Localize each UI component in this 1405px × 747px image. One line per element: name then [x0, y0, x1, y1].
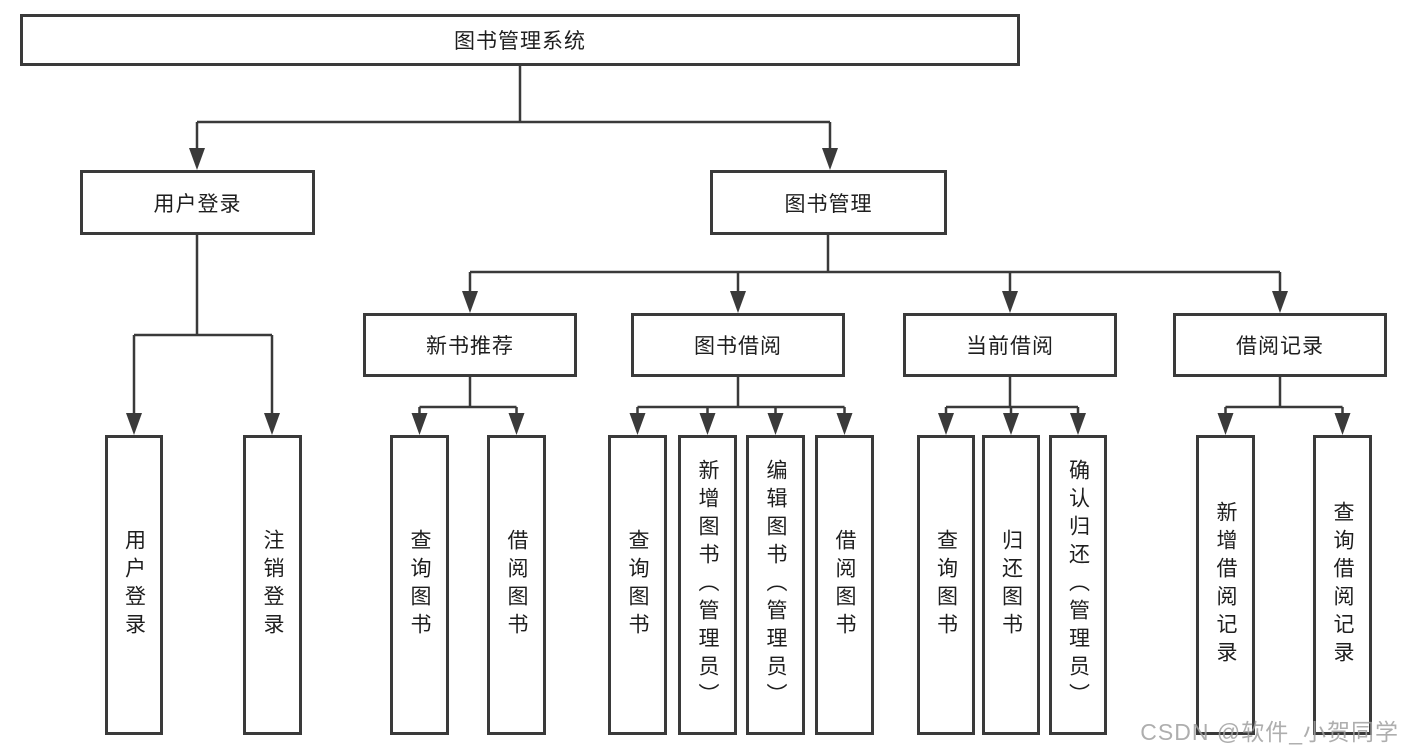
leaf-return-books: 归还图书	[982, 435, 1040, 735]
connector-root-to-level2	[189, 66, 838, 170]
node-label: 借阅图书	[833, 529, 856, 641]
arrowhead	[189, 148, 205, 170]
leaf-query-books-1: 查询图书	[390, 435, 449, 735]
node-label: 归还图书	[999, 529, 1023, 641]
leaf-borrow-books-2: 借阅图书	[815, 435, 874, 735]
arrowhead	[462, 291, 478, 313]
node-label: 新增借阅记录	[1214, 501, 1237, 669]
node-label: 新增图书（管理员）	[696, 459, 719, 711]
arrowhead	[1070, 413, 1086, 435]
arrowhead	[629, 413, 646, 435]
node-root-library-system: 图书管理系统	[20, 14, 1020, 66]
connector-userlogin-to-leaves	[126, 235, 280, 435]
arrowhead	[1002, 291, 1018, 313]
node-book-management: 图书管理	[710, 170, 947, 235]
csdn-watermark: CSDN @软件_小贺同学	[1140, 719, 1399, 745]
node-label: 借阅记录	[1236, 335, 1324, 358]
leaf-logout: 注销登录	[243, 435, 302, 735]
node-label: 新书推荐	[426, 335, 514, 358]
leaf-add-borrow-record: 新增借阅记录	[1196, 435, 1255, 735]
arrowhead	[1272, 291, 1288, 313]
node-label: 查询图书	[626, 529, 649, 641]
arrowhead	[1003, 413, 1019, 435]
node-user-login: 用户登录	[80, 170, 315, 235]
node-borrowing-records: 借阅记录	[1173, 313, 1387, 377]
connector-bookborrow-to-leaves	[629, 377, 853, 435]
arrowhead	[264, 413, 280, 435]
node-label: 确认归还（管理员）	[1066, 459, 1090, 711]
node-current-borrowing: 当前借阅	[903, 313, 1117, 377]
connector-currentborrow-to-leaves	[938, 377, 1086, 435]
leaf-add-books-admin: 新增图书（管理员）	[678, 435, 737, 735]
connector-newbookrec-to-leaves	[411, 377, 525, 435]
arrowhead	[1217, 413, 1234, 435]
arrowhead	[836, 413, 853, 435]
arrowhead	[411, 413, 428, 435]
leaf-borrow-books-1: 借阅图书	[487, 435, 546, 735]
arrowhead	[126, 413, 142, 435]
connector-bookmgmt-to-level3	[462, 235, 1288, 313]
node-label: 注销登录	[261, 529, 284, 641]
node-label: 用户登录	[153, 192, 242, 216]
node-label: 用户登录	[122, 529, 146, 641]
node-book-borrowing: 图书借阅	[631, 313, 845, 377]
node-label: 图书管理系统	[454, 30, 586, 53]
arrowhead	[508, 413, 525, 435]
leaf-query-books-3: 查询图书	[917, 435, 975, 735]
node-label: 编辑图书（管理员）	[764, 459, 787, 711]
node-label: 图书管理	[784, 192, 873, 216]
leaf-query-borrow-record: 查询借阅记录	[1313, 435, 1372, 735]
arrowhead	[730, 291, 746, 313]
arrowhead	[822, 148, 838, 170]
arrowhead	[767, 413, 784, 435]
node-new-book-recommendation: 新书推荐	[363, 313, 577, 377]
leaf-edit-books-admin: 编辑图书（管理员）	[746, 435, 805, 735]
node-label: 借阅图书	[505, 529, 528, 641]
leaf-confirm-return-admin: 确认归还（管理员）	[1049, 435, 1107, 735]
node-label: 查询图书	[408, 529, 431, 641]
leaf-query-books-2: 查询图书	[608, 435, 667, 735]
connector-borrowrecords-to-leaves	[1217, 377, 1351, 435]
arrowhead	[1334, 413, 1351, 435]
arrowhead	[938, 413, 954, 435]
node-label: 当前借阅	[966, 335, 1054, 358]
node-label: 图书借阅	[694, 335, 782, 358]
leaf-user-login: 用户登录	[105, 435, 163, 735]
node-label: 查询图书	[934, 529, 958, 641]
node-label: 查询借阅记录	[1331, 501, 1354, 669]
arrowhead	[699, 413, 716, 435]
